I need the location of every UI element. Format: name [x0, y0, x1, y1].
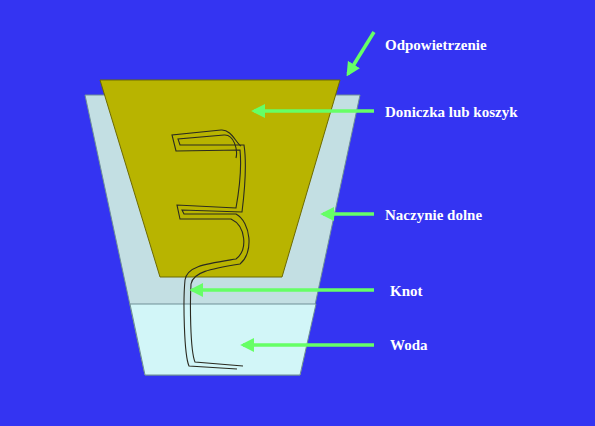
leader-line: [348, 32, 374, 74]
leader-line: [243, 343, 374, 347]
callout-label: Naczynie dolne: [385, 206, 482, 224]
callout-label: Knot: [390, 282, 423, 300]
leader-line: [323, 212, 374, 216]
wick: [172, 130, 249, 369]
leader-line: [254, 109, 374, 113]
callout-label: Odpowietrzenie: [385, 36, 487, 54]
leader-arrows: [192, 32, 374, 345]
callout-label: Doniczka lub koszyk: [385, 103, 518, 121]
leader-line: [192, 288, 374, 292]
callout-label: Woda: [390, 336, 428, 354]
